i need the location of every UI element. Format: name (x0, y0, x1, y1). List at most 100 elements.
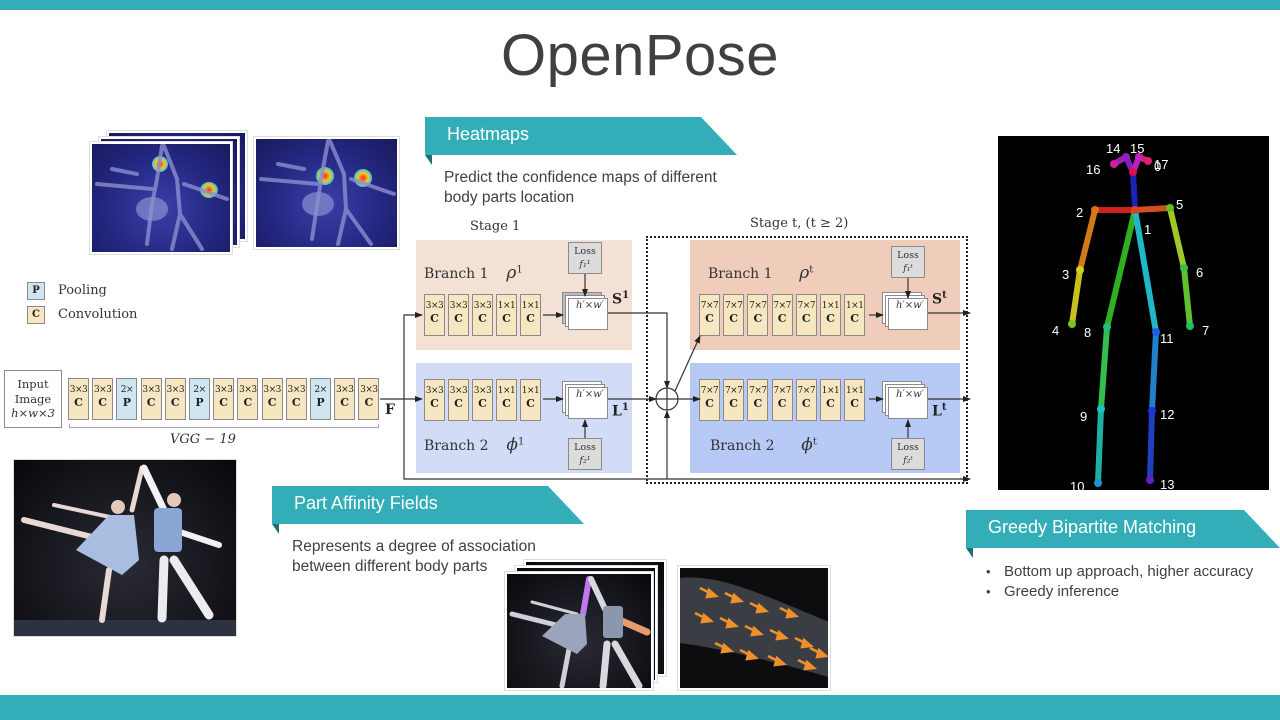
block-type: C (801, 312, 811, 325)
skeleton-joint (1166, 204, 1174, 212)
block-kernel-size: 7×7 (700, 301, 719, 311)
phi-symbol: ϕ (801, 435, 813, 455)
loss-function: f₂¹ (579, 455, 591, 466)
stage-t-output-l: Lt (932, 402, 946, 420)
block-type: C (98, 396, 108, 409)
block-type: C (826, 312, 835, 325)
block-type: C (502, 397, 511, 410)
joint-index-label: 17 (1154, 157, 1168, 172)
legend-pooling-label: Pooling (58, 283, 107, 298)
paf-vector-arrowhead (800, 637, 814, 649)
skeleton-joint (1186, 322, 1194, 330)
legend-conv-label: Convolution (58, 307, 138, 322)
block-kernel-size: 3×3 (449, 386, 468, 396)
matching-heading: Greedy Bipartite Matching (988, 517, 1197, 537)
branch-superscript: 1 (517, 436, 525, 448)
block-kernel-size: 1×1 (821, 386, 840, 396)
loss-label: Loss (574, 442, 596, 453)
heatmaps-description-line2: body parts location (444, 189, 575, 206)
pooling-block: 2×P (189, 378, 210, 420)
branch-superscript: t (812, 436, 817, 448)
bullet-item: Greedy inference (986, 582, 1253, 602)
block-kernel-size: 1×1 (821, 301, 840, 311)
skeleton-joint (1091, 206, 1099, 214)
original-dancers-photo (14, 460, 236, 636)
block-kernel-size: 7×7 (797, 386, 816, 396)
skeleton-joint (1146, 476, 1154, 484)
block-type: C (705, 312, 714, 325)
output-symbol: L (612, 403, 622, 420)
block-type: C (291, 396, 301, 409)
joint-index-label: 0 (1154, 159, 1161, 174)
paf-vector-arrowhead (705, 587, 719, 599)
paf-vector-arrowhead (720, 642, 734, 654)
joint-index-label: 3 (1062, 267, 1069, 282)
bullet-item: Bottom up approach, higher accuracy (986, 562, 1253, 582)
block-type: C (777, 312, 787, 325)
top-accent-bar (0, 0, 1280, 10)
stage-t-loss-f1: Loss f₁ᵗ (891, 246, 925, 278)
block-type: C (850, 312, 860, 325)
block-type: C (74, 396, 83, 409)
block-type: P (195, 396, 204, 409)
skeleton-limb (1098, 324, 1110, 412)
branch-superscript: 1 (516, 264, 523, 276)
block-kernel-size: 7×7 (700, 386, 719, 396)
paf-description: Represents a degree of association betwe… (292, 537, 536, 577)
map-size-label: h′×w′ (576, 389, 604, 400)
output-symbol: S (932, 291, 943, 308)
phi-symbol: ϕ (506, 435, 518, 455)
joint-index-label: 5 (1176, 197, 1183, 212)
map-size-label: h′×w′ (896, 300, 924, 311)
input-dimensions: h×w×3 (11, 406, 55, 420)
skeleton-joint (1103, 323, 1111, 331)
skeleton-joint (1068, 320, 1076, 328)
input-label-line1: Input (17, 377, 49, 391)
stage-t-confidence-map-stack: h′×w′ (882, 292, 928, 330)
block-kernel-size: 3×3 (239, 385, 257, 395)
block-type: C (430, 397, 439, 410)
joint-index-label: 7 (1202, 323, 1209, 338)
paf-vector-arrowhead (730, 592, 744, 604)
block-type: C (430, 312, 439, 325)
stage1-paf-map-stack: h′×w′ (562, 381, 608, 419)
stage-t-output-s: St (932, 290, 947, 308)
output-symbol: S (612, 291, 623, 308)
skeleton-joint (1129, 168, 1137, 176)
joint-index-label: 11 (1160, 331, 1174, 346)
block-type: C (826, 397, 835, 410)
block-type: C (454, 397, 463, 410)
skeleton-joint (1144, 157, 1152, 165)
block-kernel-size: 3×3 (69, 385, 88, 395)
skeleton-limb (1132, 205, 1173, 213)
skeleton-limb (1167, 205, 1187, 271)
skeleton-limb (1104, 207, 1138, 330)
map-size-label: h′×w′ (576, 300, 604, 311)
block-type: C (850, 397, 860, 410)
block-type: C (753, 312, 763, 325)
heatmaps-banner: Heatmaps (425, 117, 737, 165)
skeleton-joint (1076, 266, 1084, 274)
paf-vector-arrowhead (755, 602, 769, 614)
skeleton-limb (1149, 329, 1159, 414)
paf-description-line1: Represents a degree of association (292, 538, 536, 555)
block-type: C (753, 397, 763, 410)
block-type: C (729, 312, 739, 325)
branch-superscript: t (809, 264, 814, 276)
